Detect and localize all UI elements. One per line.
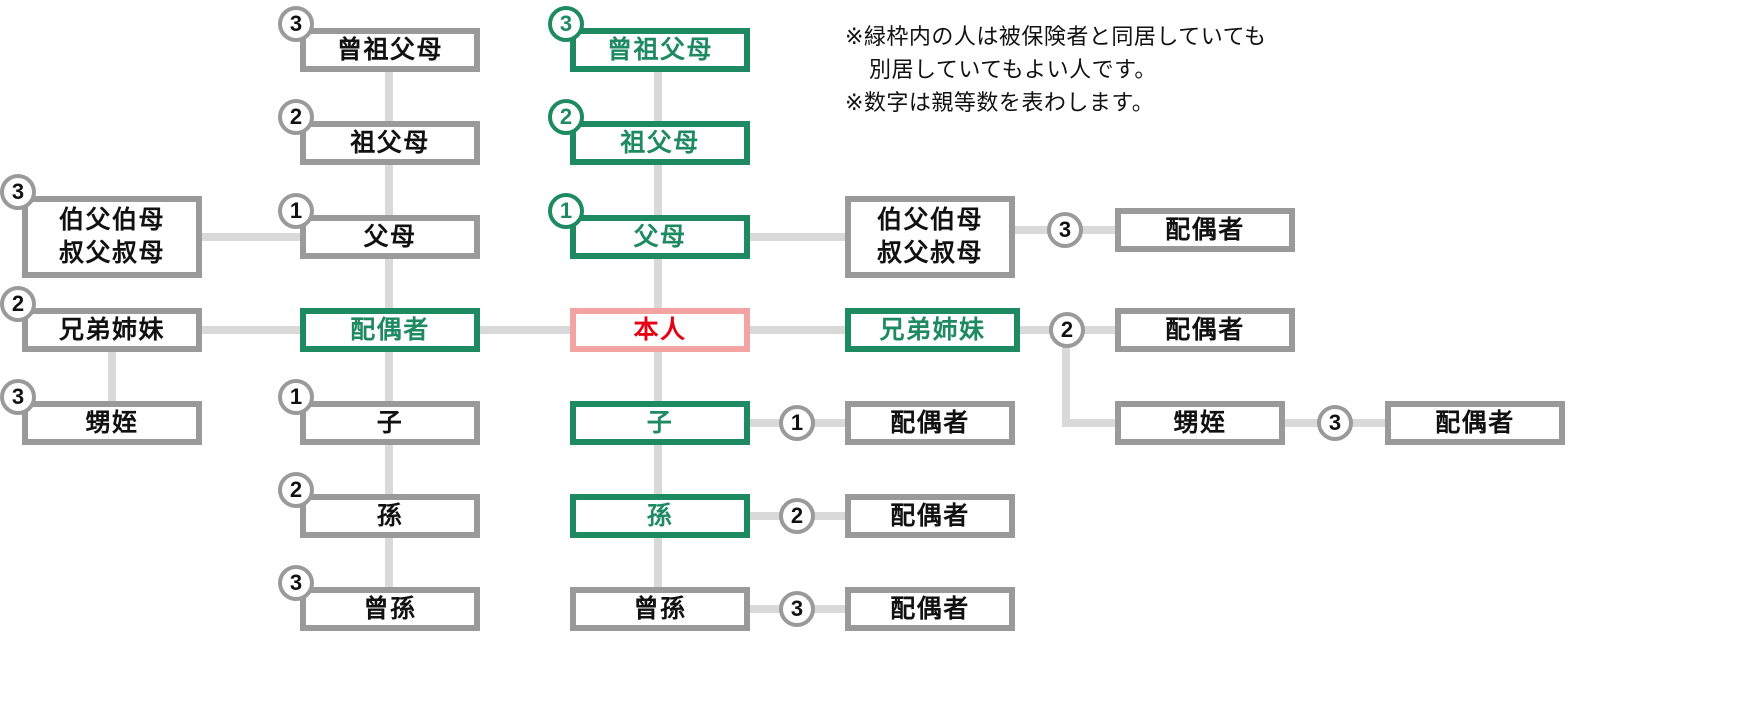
box-great-grandchild-spouse: 配偶者	[845, 587, 1015, 631]
box-nephews-nieces: 甥姪	[1115, 401, 1285, 445]
box-grandchild-spouse: 配偶者	[845, 494, 1015, 538]
box-grandchild-spouse-label: 配偶者	[890, 501, 970, 530]
badge-degree-spouse-siblings: 2	[0, 286, 36, 322]
box-spouse-grandchild-label: 孫	[376, 501, 404, 530]
box-spouse-great-grandchild-label: 曾孫	[363, 594, 417, 623]
box-self-great-grandparents: 曾祖父母	[570, 28, 750, 72]
box-self-uncles-aunts: 伯父伯母叔父叔母	[845, 196, 1015, 278]
box-self-siblings: 兄弟姉妹	[845, 308, 1020, 352]
box-spouse-great-grandchild: 曾孫	[300, 587, 480, 631]
box-spouse-siblings: 兄弟姉妹	[22, 308, 202, 352]
badge-degree-uncles-spouse: 3	[1047, 212, 1083, 248]
note-line-2: 別居していてもよい人です。	[869, 57, 1157, 82]
box-child-spouse-label: 配偶者	[890, 408, 970, 437]
badge-degree-self-grandparents: 2	[548, 99, 584, 135]
box-spouse-child: 子	[300, 401, 480, 445]
connector-honnin-to-siblings	[750, 326, 845, 334]
box-spouse-great-grandparents: 曾祖父母	[300, 28, 480, 72]
box-self-uncles-aunts-label: 伯父伯母	[876, 206, 983, 234]
badge-degree-self-parents: 1	[548, 193, 584, 229]
box-spouse-grandparents: 祖父母	[300, 121, 480, 165]
box-spouse: 配偶者	[300, 308, 480, 352]
connector-spouse-siblings-nephews-vertical	[108, 330, 116, 423]
badge-degree-spouse-grandchild: 2	[278, 472, 314, 508]
box-self-grandchild: 孫	[570, 494, 750, 538]
box-great-grandchild-spouse-label: 配偶者	[890, 594, 970, 623]
badge-degree-spouse-uncles: 3	[0, 174, 36, 210]
box-spouse-siblings-label: 兄弟姉妹	[58, 315, 165, 344]
box-spouse-parents-label: 父母	[363, 222, 417, 251]
box-self-grandchild-label: 孫	[646, 501, 674, 530]
note-line-3: ※数字は親等数を表わします。	[845, 90, 1155, 115]
box-spouse-uncles-aunts: 伯父伯母叔父叔母	[22, 196, 202, 278]
box-spouse-great-grandparents-label: 曾祖父母	[336, 35, 443, 64]
connector-spouse-siblings-to-spouse	[202, 326, 300, 334]
box-spouse-uncles-aunts-label: 叔父叔母	[58, 239, 165, 267]
box-spouse-child-label: 子	[376, 408, 404, 437]
box-spouse-parents: 父母	[300, 215, 480, 259]
badge-degree-siblings-spouse: 2	[1049, 312, 1085, 348]
box-self-great-grandchild: 曾孫	[570, 587, 750, 631]
box-siblings-spouse: 配偶者	[1115, 308, 1295, 352]
box-nephews-spouse: 配偶者	[1385, 401, 1565, 445]
box-self-grandparents: 祖父母	[570, 121, 750, 165]
box-self-grandparents-label: 祖父母	[620, 128, 700, 157]
note-line-1: ※緑枠内の人は被保険者と同居していても	[845, 24, 1267, 49]
box-insured-person-label: 本人	[633, 315, 687, 344]
badge-degree-nephews-spouse: 3	[1317, 405, 1353, 441]
box-self-child: 子	[570, 401, 750, 445]
box-self-uncles-aunts-label: 叔父叔母	[876, 239, 983, 267]
badge-degree-spouse-parents: 1	[278, 193, 314, 229]
box-nephews-spouse-label: 配偶者	[1435, 408, 1515, 437]
box-self-child-label: 子	[646, 408, 674, 437]
badge-degree-spouse-child: 1	[278, 379, 314, 415]
connector-nephews-connector	[1062, 419, 1115, 427]
box-self-parents-label: 父母	[633, 222, 687, 251]
box-uncles-spouse-label: 配偶者	[1165, 215, 1245, 244]
badge-degree-self-great-grandparents: 3	[548, 6, 584, 42]
box-spouse-uncles-aunts-label: 伯父伯母	[58, 206, 165, 234]
box-insured-person: 本人	[570, 308, 750, 352]
connector-spouse-uncles-to-parents	[202, 233, 300, 241]
box-siblings-spouse-label: 配偶者	[1165, 315, 1245, 344]
box-self-siblings-label: 兄弟姉妹	[879, 315, 986, 344]
box-spouse-grandchild: 孫	[300, 494, 480, 538]
box-self-parents: 父母	[570, 215, 750, 259]
box-self-great-grandparents-label: 曾祖父母	[606, 35, 713, 64]
connector-parents-to-uncles	[750, 233, 845, 241]
box-uncles-spouse: 配偶者	[1115, 208, 1295, 252]
box-spouse-nephews-nieces: 甥姪	[22, 401, 202, 445]
box-spouse-grandparents-label: 祖父母	[350, 128, 430, 157]
badge-degree-child-spouse: 1	[779, 405, 815, 441]
badge-degree-spouse-great-grandparents: 3	[278, 6, 314, 42]
box-self-great-grandchild-label: 曾孫	[633, 594, 687, 623]
box-child-spouse: 配偶者	[845, 401, 1015, 445]
box-nephews-nieces-label: 甥姪	[1173, 408, 1227, 437]
box-spouse-label: 配偶者	[350, 315, 430, 344]
badge-degree-spouse-nephews: 3	[0, 379, 36, 415]
badge-degree-spouse-great-grandchild: 3	[278, 565, 314, 601]
badge-degree-grandchild-spouse: 2	[779, 498, 815, 534]
connector-siblings-to-nephews-vertical	[1062, 326, 1070, 427]
connector-spouse-to-honnin	[480, 326, 570, 334]
badge-degree-great-grandchild-spouse: 3	[779, 591, 815, 627]
box-spouse-nephews-nieces-label: 甥姪	[85, 408, 139, 437]
badge-degree-spouse-grandparents: 2	[278, 99, 314, 135]
notes-block: ※緑枠内の人は被保険者と同居していても 別居していてもよい人です。 ※数字は親等…	[845, 20, 1267, 119]
